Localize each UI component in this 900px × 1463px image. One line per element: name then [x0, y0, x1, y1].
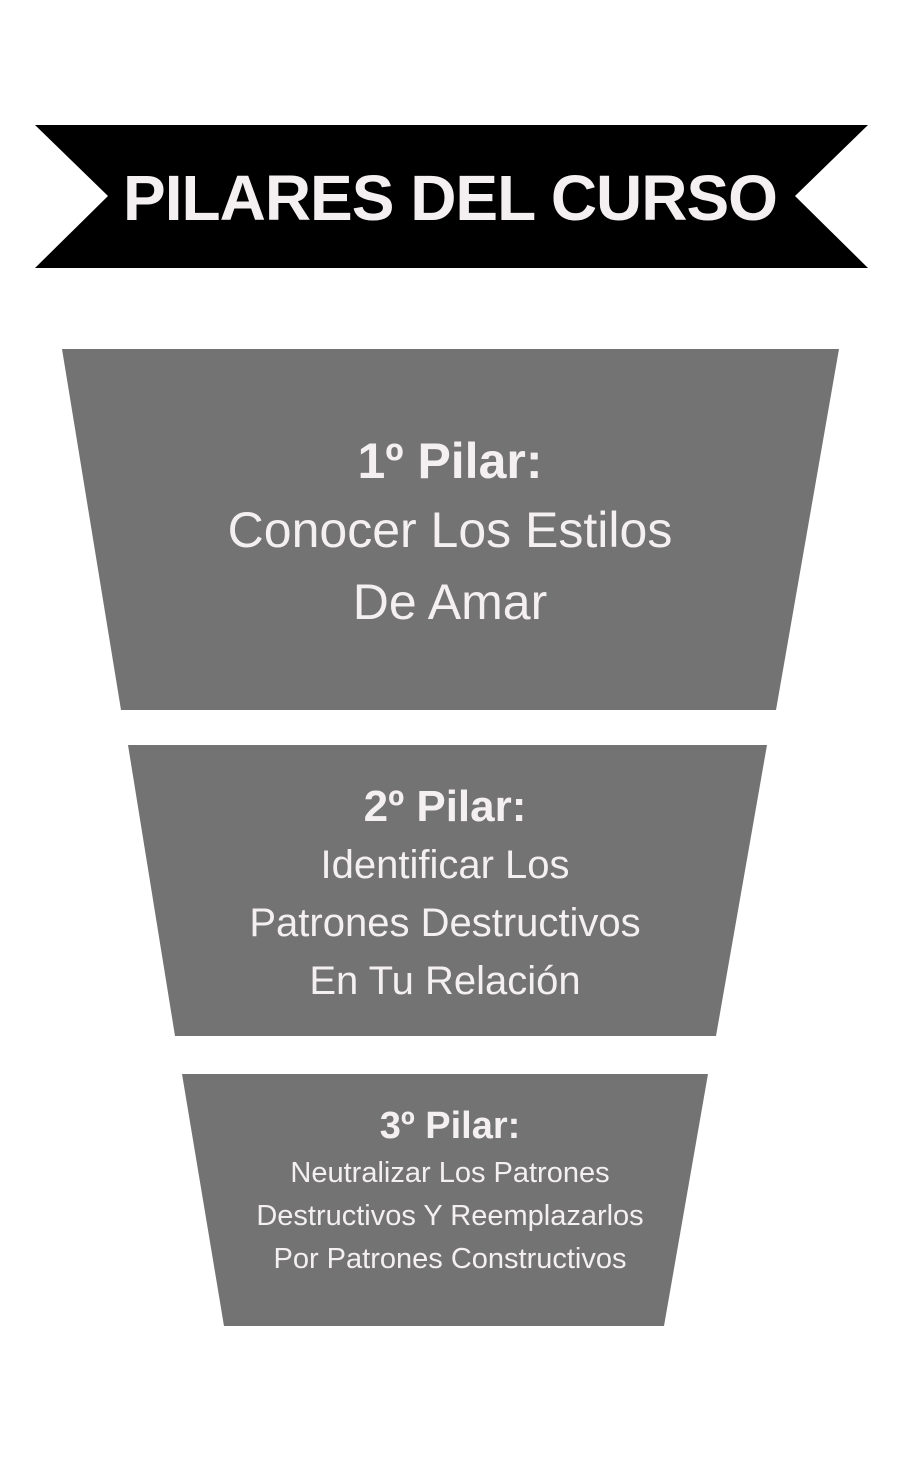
- tier-3-text: 3º Pilar: Neutralizar Los Patrones Destr…: [215, 1100, 685, 1281]
- tier-3-line-3: Por Patrones Constructivos: [273, 1243, 627, 1275]
- tier-1-line-2: De Amar: [352, 574, 548, 630]
- tier-1-heading: 1º Pilar:: [357, 433, 543, 489]
- tier-1-trapezoid: [62, 349, 839, 710]
- tier-3-line-1: Neutralizar Los Patrones: [290, 1157, 610, 1189]
- tier-2-line-2: Patrones Destructivos: [249, 901, 641, 945]
- tier-2-heading: 2º Pilar:: [363, 782, 527, 831]
- tier-3-trapezoid: [182, 1074, 708, 1326]
- tier-1-text: 1º Pilar: Conocer Los Estilos De Amar: [120, 428, 780, 638]
- tier-2-trapezoid: [128, 745, 767, 1036]
- tier-2-text: 2º Pilar: Identificar Los Patrones Destr…: [175, 778, 715, 1010]
- tier-2-line-1: Identificar Los: [320, 843, 570, 887]
- title-banner-ribbon: [35, 125, 868, 268]
- banner-title: PILARES DEL CURSO: [123, 162, 778, 234]
- tier-2-line-3: En Tu Relación: [309, 959, 581, 1003]
- tier-3-heading: 3º Pilar:: [379, 1105, 521, 1147]
- tier-1-line-1: Conocer Los Estilos: [227, 502, 673, 558]
- tier-3-line-2: Destructivos Y Reemplazarlos: [256, 1200, 644, 1232]
